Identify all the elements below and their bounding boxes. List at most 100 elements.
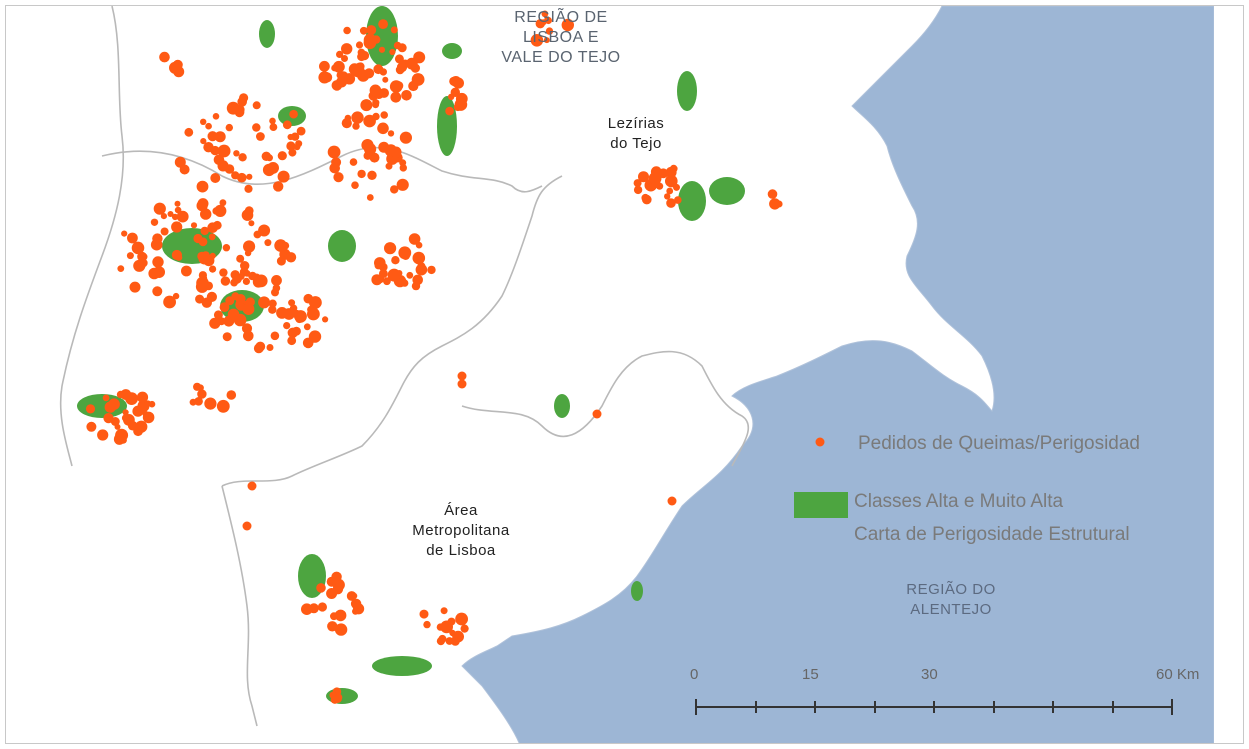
burn-request-point xyxy=(148,267,160,280)
burn-request-point xyxy=(102,394,110,402)
burn-request-point xyxy=(268,305,277,314)
burn-request-point xyxy=(190,222,198,229)
burn-request-point xyxy=(240,261,250,271)
burn-request-point xyxy=(359,26,368,35)
burn-request-point xyxy=(394,54,404,64)
burn-request-point xyxy=(174,200,181,207)
burn-request-point xyxy=(530,34,544,47)
burn-request-point xyxy=(172,292,180,300)
burn-request-point xyxy=(277,170,290,183)
burn-request-point xyxy=(769,198,781,210)
burn-request-point xyxy=(351,181,359,189)
burn-request-point xyxy=(271,275,282,286)
burn-request-point xyxy=(349,158,358,166)
burn-request-point xyxy=(126,252,134,260)
burn-request-point xyxy=(666,187,674,195)
burn-request-point xyxy=(176,210,189,223)
burn-request-point xyxy=(633,185,643,195)
burn-request-point xyxy=(222,332,232,342)
burn-request-point xyxy=(343,26,351,35)
burn-request-point xyxy=(387,268,401,282)
burn-request-point xyxy=(189,398,197,406)
hazard-class-layer xyxy=(77,6,745,704)
burn-request-point xyxy=(200,226,209,236)
burn-request-point xyxy=(252,101,261,110)
burn-request-point xyxy=(638,171,649,183)
burn-request-point xyxy=(152,286,163,297)
hazard-patch xyxy=(678,181,706,221)
burn-request-point xyxy=(235,104,245,115)
burn-request-point xyxy=(669,164,678,173)
burn-request-point xyxy=(127,232,138,244)
burn-request-point xyxy=(405,57,418,70)
burn-request-point xyxy=(205,122,212,130)
burn-request-point xyxy=(152,256,164,268)
burn-request-point xyxy=(360,99,373,112)
map-canvas xyxy=(42,6,1214,743)
burn-request-point xyxy=(412,251,426,265)
burn-request-point xyxy=(86,421,97,432)
burn-request-point xyxy=(209,265,217,273)
burn-request-point xyxy=(103,413,114,424)
burn-request-point xyxy=(206,291,217,302)
burn-request-point xyxy=(419,609,429,619)
burn-request-point xyxy=(214,131,226,143)
coastline-west xyxy=(59,6,125,467)
burn-request-point xyxy=(336,76,348,88)
burn-request-point xyxy=(200,274,208,282)
hazard-patch xyxy=(554,394,570,418)
burn-request-point xyxy=(664,193,671,200)
burn-request-point xyxy=(385,162,393,170)
burn-request-point xyxy=(200,208,212,220)
burn-request-point xyxy=(163,295,176,309)
map-frame: REGIÃO DE LISBOA E VALE DO TEJO Lezírias… xyxy=(5,5,1244,744)
burn-request-point xyxy=(171,213,179,221)
burn-request-point xyxy=(283,322,291,330)
burn-request-point xyxy=(219,199,227,207)
burn-request-point xyxy=(319,60,330,72)
burn-request-point xyxy=(382,76,389,83)
burn-request-point xyxy=(391,256,400,265)
burn-request-point xyxy=(197,389,207,399)
burn-request-point xyxy=(450,636,460,646)
burn-request-point xyxy=(216,399,230,413)
burn-request-point xyxy=(233,150,240,157)
scale-label-15: 15 xyxy=(802,666,819,683)
hazard-patch xyxy=(677,71,697,111)
burn-request-point xyxy=(288,148,297,157)
burn-request-point xyxy=(286,141,296,151)
burn-request-point xyxy=(401,90,412,101)
burn-request-point xyxy=(85,404,96,414)
burn-request-point xyxy=(352,122,360,130)
burn-request-point xyxy=(198,237,208,247)
burn-request-point xyxy=(142,410,149,418)
burn-request-point xyxy=(194,397,203,406)
burn-request-point xyxy=(357,52,366,62)
burn-request-point xyxy=(406,271,414,279)
burn-request-point xyxy=(457,379,467,389)
burn-request-point xyxy=(255,341,266,352)
burn-request-point xyxy=(327,621,338,632)
burn-request-point xyxy=(269,123,278,131)
burn-request-point xyxy=(329,162,341,174)
burn-request-point xyxy=(237,172,247,183)
burn-request-point xyxy=(329,150,336,157)
burn-request-point xyxy=(264,239,272,247)
hazard-patch xyxy=(372,656,432,676)
burn-request-point xyxy=(317,602,327,612)
burn-request-point xyxy=(282,120,292,130)
aml-boundary xyxy=(221,175,563,487)
burn-request-point xyxy=(224,164,235,174)
burn-request-point xyxy=(372,112,380,121)
burn-request-point xyxy=(366,25,377,35)
burn-request-point xyxy=(334,609,347,622)
burn-request-point xyxy=(379,269,388,278)
burn-request-point xyxy=(175,254,183,261)
legend-hazard-symbol xyxy=(794,492,848,518)
burn-request-point xyxy=(179,164,190,175)
burn-request-point xyxy=(241,209,254,221)
burn-request-point xyxy=(330,695,340,704)
burn-request-point xyxy=(270,331,280,341)
burn-request-point xyxy=(397,43,407,53)
burn-request-point xyxy=(258,296,271,309)
